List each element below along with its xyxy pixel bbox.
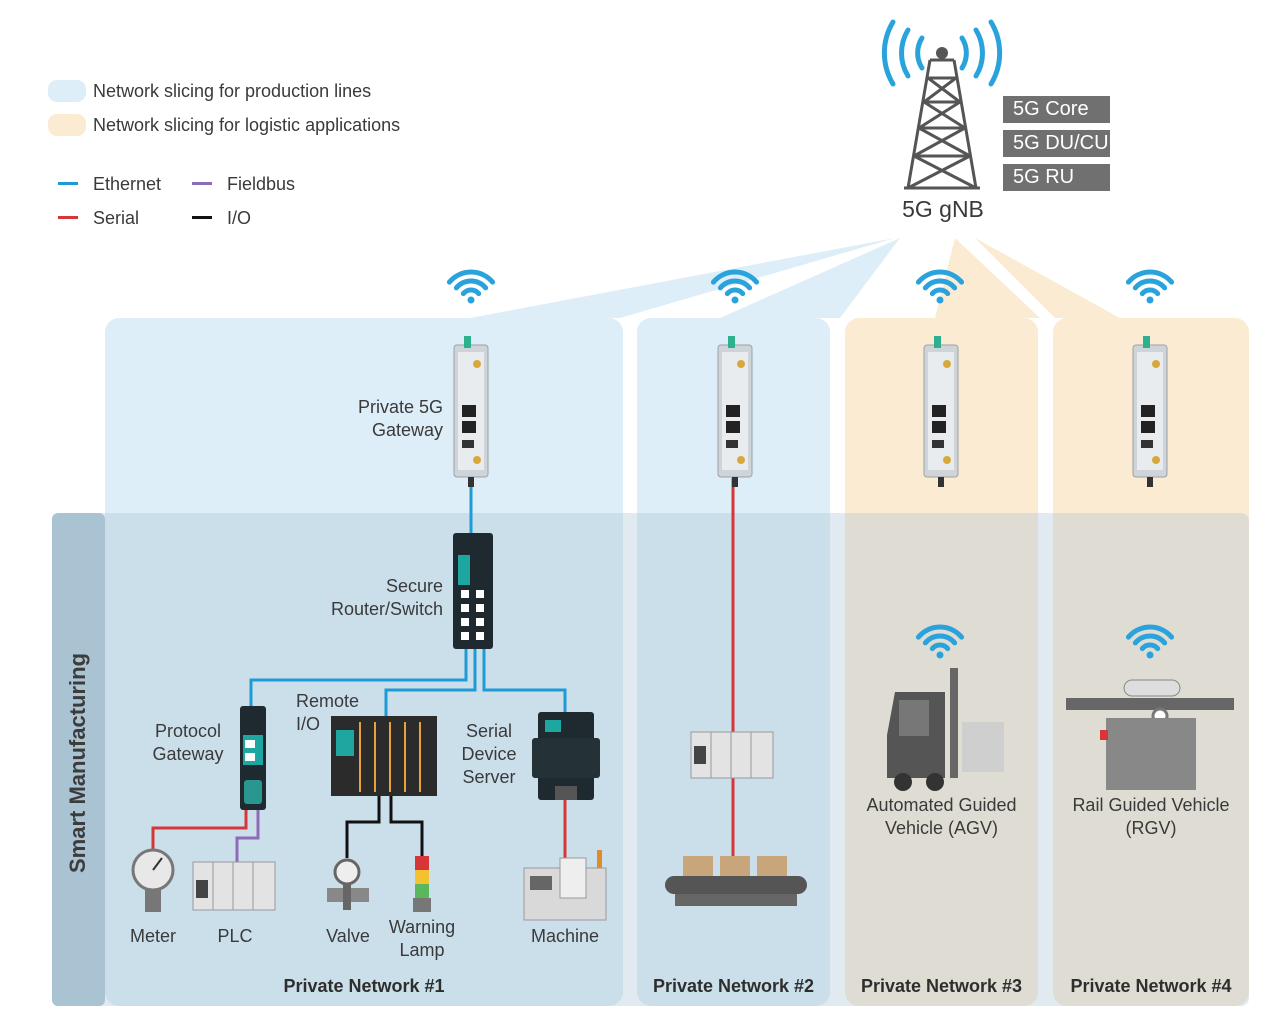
- serial-links: [151, 478, 735, 860]
- wifi-icon: [710, 269, 760, 304]
- label-serial-device-server: Serial Device Server: [461, 721, 517, 787]
- network-1-name: Private Network #1: [283, 976, 445, 996]
- label-remote-io: Remote I/O: [296, 691, 360, 734]
- beam-network-2: [720, 238, 900, 318]
- label-secure-router: Secure Router/Switch: [330, 576, 443, 619]
- beam-network-4: [975, 238, 1120, 318]
- fieldbus-links: [235, 810, 260, 862]
- wifi-icon: [446, 269, 496, 304]
- label-plc: PLC: [217, 926, 253, 946]
- smart-manufacturing-tab: [52, 513, 105, 1006]
- agv-icon: [887, 668, 1004, 791]
- panel-network-4: [1053, 318, 1249, 1006]
- ethernet-links: [249, 480, 567, 716]
- warning-lamp-icon: [413, 856, 431, 912]
- machine-icon: [523, 850, 607, 921]
- legend-line-fieldbus: [192, 182, 212, 185]
- label-valve: Valve: [326, 926, 370, 946]
- legend-label-serial: Serial: [93, 208, 140, 228]
- private-5g-gateway-device: [923, 336, 959, 487]
- meter-icon: [131, 848, 175, 912]
- protocol-gateway-device: [240, 706, 266, 810]
- serial-device-server-device: [532, 712, 600, 800]
- legend-line-ethernet: [58, 182, 78, 185]
- remote-io-device: [331, 716, 437, 796]
- stack-5g-ru: 5G RU: [1003, 164, 1110, 191]
- network-4-name: Private Network #4: [1070, 976, 1232, 996]
- smart-manufacturing-label: Smart Manufacturing: [65, 652, 90, 874]
- label-warning-lamp: Warning Lamp: [388, 917, 456, 960]
- panel-network-1: [105, 318, 623, 1006]
- private-5g-gateway-device: [453, 336, 489, 487]
- legend-label-io: I/O: [227, 208, 252, 228]
- legend-line-serial: [58, 216, 78, 219]
- label-private-5g-gateway: Private 5G Gateway: [357, 397, 443, 440]
- wifi-icon: [1125, 624, 1175, 659]
- network-2-plc-icon: [690, 731, 774, 779]
- conveyor-icon: [665, 856, 807, 906]
- legend-swatch-logistic: [48, 114, 86, 136]
- rgv-icon: [1066, 679, 1234, 790]
- tower-icon: [904, 47, 980, 190]
- legend-label-fieldbus: Fieldbus: [227, 174, 296, 194]
- io-links: [345, 795, 424, 858]
- label-rgv: Rail Guided Vehicle (RGV): [1072, 795, 1230, 838]
- legend-label-ethernet: Ethernet: [93, 174, 162, 194]
- label-protocol-gateway: Protocol Gateway: [152, 721, 224, 764]
- private-5g-gateway-device: [717, 336, 753, 487]
- plc-icon: [192, 861, 276, 911]
- wifi-icon: [915, 624, 965, 659]
- legend-label-logistic: Network slicing for logistic application…: [93, 115, 401, 135]
- tower-label: 5G gNB: [902, 196, 984, 222]
- wifi-icon: [1125, 269, 1175, 304]
- wifi-icon: [915, 269, 965, 304]
- network-3-name: Private Network #3: [860, 976, 1023, 996]
- legend-line-io: [192, 216, 212, 219]
- legend-swatch-production: [48, 80, 86, 102]
- label-machine: Machine: [530, 926, 600, 946]
- beam-network-1: [470, 238, 895, 318]
- beam-network-3: [935, 238, 1040, 318]
- valve-icon: [327, 858, 369, 910]
- panel-network-3: [845, 318, 1038, 1006]
- stack-5g-core: 5G Core: [1003, 96, 1110, 123]
- private-5g-gateway-device: [1132, 336, 1168, 487]
- label-agv: Automated Guided Vehicle (AGV): [866, 795, 1017, 838]
- label-meter: Meter: [129, 926, 176, 946]
- stack-5g-du-cu: 5G DU/CU: [1003, 130, 1110, 157]
- legend-label-production: Network slicing for production lines: [93, 81, 372, 101]
- broadcast-waves-icon: [881, 19, 1003, 87]
- secure-router-switch: [453, 533, 493, 649]
- network-2-name: Private Network #2: [652, 976, 815, 996]
